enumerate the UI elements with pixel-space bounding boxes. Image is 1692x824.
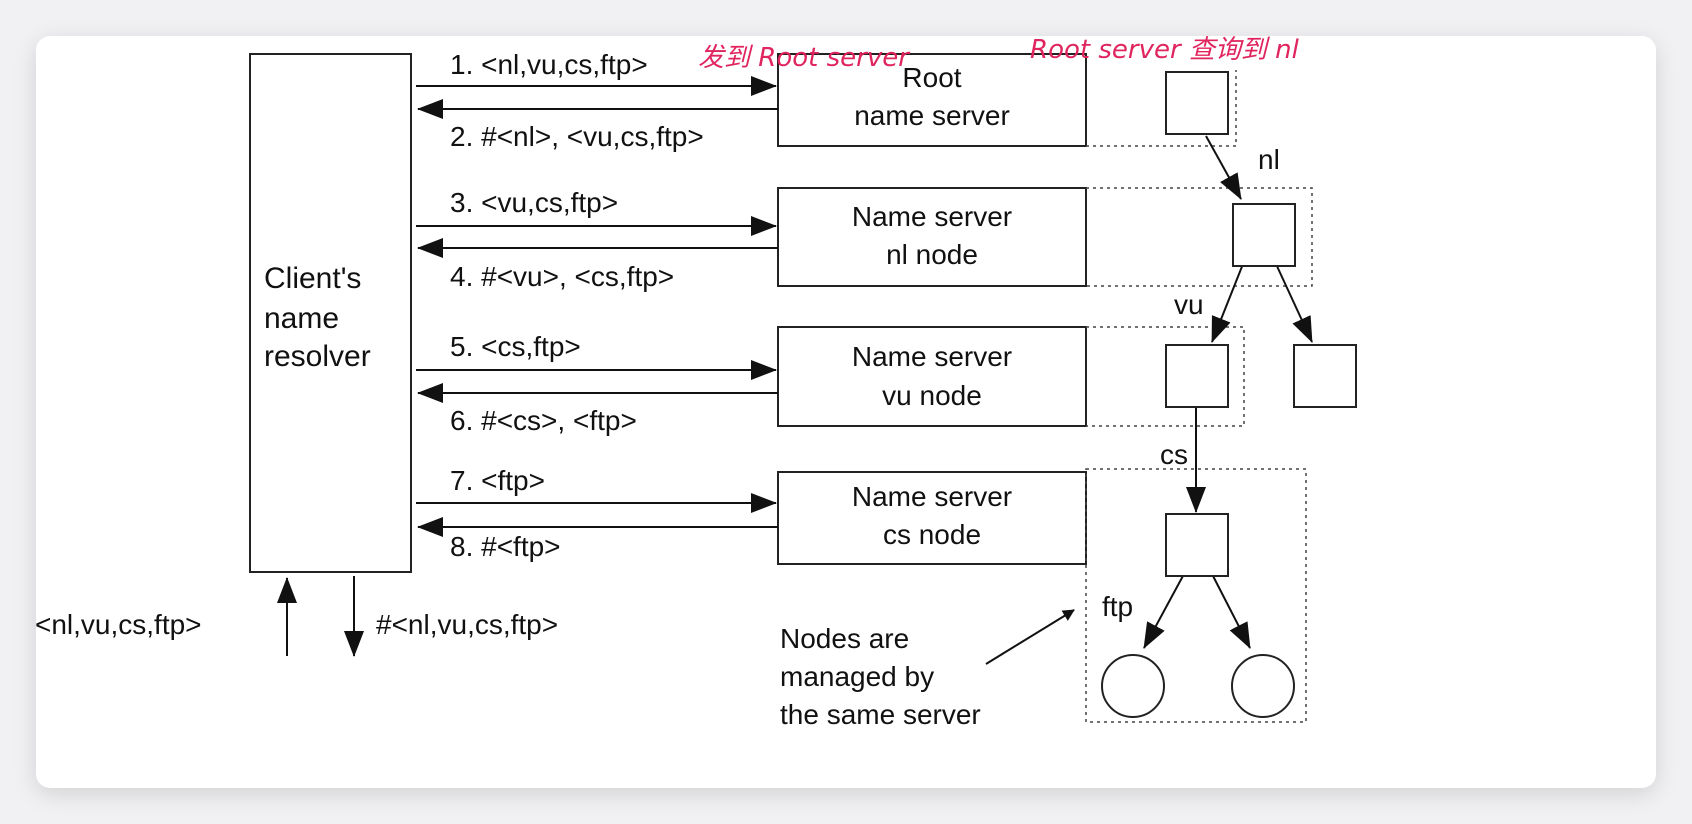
client-resolver-label-line2: name xyxy=(264,302,339,335)
message-pair-4: 7. <ftp> 8. #<ftp> xyxy=(416,465,778,562)
zone-root-dotted xyxy=(1086,70,1237,147)
annotation-left: 发到 Root server xyxy=(698,43,911,73)
zone-cs-dotted xyxy=(1085,468,1307,723)
reply-label-2: 4. #<vu>, <cs,ftp> xyxy=(450,261,674,292)
reply-label-3: 6. #<cs>, <ftp> xyxy=(450,405,637,436)
handwritten-annotations: 发到 Root server Root server 查询到 nl xyxy=(698,36,1300,73)
server-box-nl xyxy=(777,187,1087,287)
image-card: Client's name resolver <nl,vu,cs,ftp> #<… xyxy=(36,36,1656,788)
tree-node-root xyxy=(1165,71,1229,135)
tree-leaf-ftp-right xyxy=(1231,654,1295,718)
server-box-vu xyxy=(777,326,1087,427)
client-resolver-label-line3: resolver xyxy=(264,340,371,373)
name-space-tree: nl vu cs ftp xyxy=(1085,70,1357,723)
shared-server-note: Nodes are managed by the same server xyxy=(780,609,1075,730)
edge-label-ftp: ftp xyxy=(1102,591,1133,622)
note-line1: Nodes are xyxy=(780,623,909,654)
edge-cs-ftp-right xyxy=(1211,573,1251,649)
edge-label-nl: nl xyxy=(1258,144,1280,175)
server-vu: Name server vu node xyxy=(777,326,1087,427)
edge-root-nl xyxy=(1205,135,1242,200)
server-cs-line1: Name server xyxy=(852,481,1012,512)
output-label: #<nl,vu,cs,ftp> xyxy=(376,609,558,640)
server-nl-line1: Name server xyxy=(852,201,1012,232)
note-pointer-arrow xyxy=(985,609,1075,665)
message-pair-3: 5. <cs,ftp> 6. #<cs>, <ftp> xyxy=(416,331,778,436)
iterative-name-resolution-diagram: Client's name resolver <nl,vu,cs,ftp> #<… xyxy=(36,36,1357,730)
server-nl: Name server nl node xyxy=(777,187,1087,287)
server-nl-line2: nl node xyxy=(886,239,978,270)
server-root-line2: name server xyxy=(854,100,1010,131)
note-line2: managed by xyxy=(780,661,934,692)
tree-leaf-ftp-left xyxy=(1101,654,1165,718)
annotation-right: Root server 查询到 nl xyxy=(1030,36,1300,65)
tree-node-cs xyxy=(1165,513,1229,577)
zone-vu-dotted xyxy=(1086,326,1245,427)
server-vu-line2: vu node xyxy=(882,380,982,411)
reply-label-4: 8. #<ftp> xyxy=(450,531,561,562)
message-pair-1: 1. <nl,vu,cs,ftp> 2. #<nl>, <vu,cs,ftp> xyxy=(416,49,778,152)
note-line3: the same server xyxy=(780,699,981,730)
client-resolver: Client's name resolver xyxy=(249,53,412,573)
message-pair-2: 3. <vu,cs,ftp> 4. #<vu>, <cs,ftp> xyxy=(416,187,778,292)
zone-nl-dotted xyxy=(1086,187,1313,287)
request-label-4: 7. <ftp> xyxy=(450,465,545,496)
input-label: <nl,vu,cs,ftp> xyxy=(36,609,202,640)
resolver-io: <nl,vu,cs,ftp> #<nl,vu,cs,ftp> xyxy=(36,576,558,657)
client-resolver-box xyxy=(249,53,412,573)
server-root-line1: Root xyxy=(902,62,961,93)
tree-node-nl xyxy=(1232,203,1296,267)
tree-node-vu xyxy=(1165,344,1229,408)
server-box-root xyxy=(777,53,1087,147)
server-vu-line1: Name server xyxy=(852,341,1012,372)
request-label-3: 5. <cs,ftp> xyxy=(450,331,581,362)
server-root: Root name server xyxy=(777,53,1087,147)
edge-nl-right xyxy=(1275,263,1313,343)
tree-node-nl-sibling xyxy=(1293,344,1357,408)
client-resolver-label-line1: Client's xyxy=(264,262,361,295)
edge-nl-vu xyxy=(1211,263,1244,343)
edge-label-vu: vu xyxy=(1174,289,1204,320)
reply-label-1: 2. #<nl>, <vu,cs,ftp> xyxy=(450,121,704,152)
edge-label-cs: cs xyxy=(1160,439,1188,470)
edge-cs-ftp-left xyxy=(1143,573,1185,649)
request-label-1: 1. <nl,vu,cs,ftp> xyxy=(450,49,648,80)
request-label-2: 3. <vu,cs,ftp> xyxy=(450,187,618,218)
server-cs: Name server cs node xyxy=(777,471,1087,565)
server-cs-line2: cs node xyxy=(883,519,981,550)
